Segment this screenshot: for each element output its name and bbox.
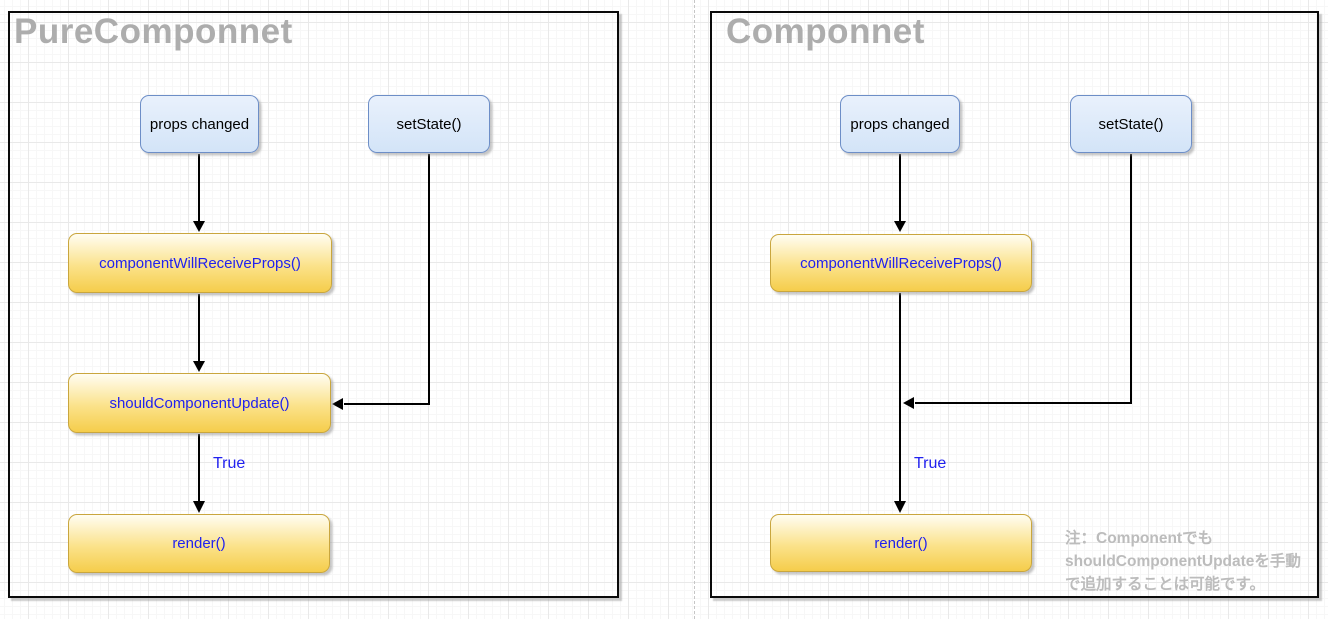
- note-line-1: 注：Componentでも: [1065, 530, 1214, 547]
- panel-title-component: Componnet: [726, 12, 925, 51]
- panel-title-pure-component: PureComponnet: [14, 12, 293, 51]
- note-line-2: shouldComponentUpdateを手動: [1065, 553, 1301, 570]
- node-left-render[interactable]: render(): [68, 514, 330, 573]
- edge-label-left-true: True: [213, 455, 246, 472]
- node-left-setstate[interactable]: setState(): [368, 95, 490, 153]
- note-japanese: 注：Componentでも shouldComponentUpdateを手動 で…: [1065, 527, 1301, 596]
- node-left-props-changed[interactable]: props changed: [140, 95, 259, 153]
- node-right-render[interactable]: render(): [770, 514, 1032, 572]
- node-left-should-component-update[interactable]: shouldComponentUpdate(): [68, 373, 331, 433]
- panel-component[interactable]: [710, 11, 1319, 598]
- note-line-3: で追加することは可能です。: [1065, 576, 1265, 593]
- node-right-setstate[interactable]: setState(): [1070, 95, 1192, 153]
- panel-pure-component[interactable]: [8, 11, 619, 598]
- node-right-component-will-receive-props[interactable]: componentWillReceiveProps(): [770, 234, 1032, 292]
- edge-label-right-true: True: [914, 455, 947, 472]
- node-left-component-will-receive-props[interactable]: componentWillReceiveProps(): [68, 233, 332, 293]
- node-right-props-changed[interactable]: props changed: [840, 95, 960, 153]
- page-divider: [694, 0, 695, 619]
